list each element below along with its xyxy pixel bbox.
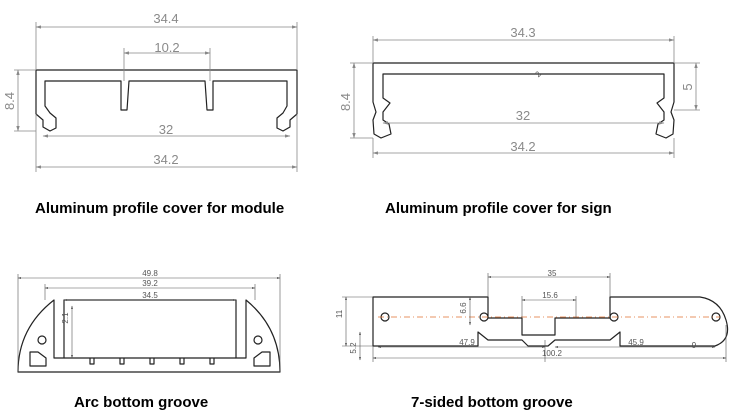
groove-left-span: 47.9 [459, 338, 475, 347]
groove-depth: 6.6 [459, 302, 468, 314]
arc-outer-width: 49.8 [142, 269, 158, 278]
module-cover-profile [35, 69, 298, 132]
sign-mark: 2 [533, 69, 543, 79]
arc-left-screw-hole [37, 335, 47, 345]
module-cover-drawing: 34.4 10.2 8.4 32 34.2 [2, 11, 298, 172]
sign-inner-width: 32 [516, 108, 530, 123]
arc-groove-profile [17, 299, 281, 373]
caption-sign-cover: Aluminum profile cover for sign [385, 200, 612, 217]
sign-bottom-width: 34.2 [510, 139, 535, 154]
caption-arc-groove: Arc bottom groove [74, 394, 209, 411]
sign-lip-height: 5 [680, 83, 695, 90]
groove-right-span: 45.9 [628, 338, 644, 347]
sign-cover-profile [372, 62, 675, 139]
groove-height: 11 [335, 309, 344, 318]
groove-mark: 9 [692, 341, 697, 350]
sign-cover-drawing: 2 34.3 8.4 5 32 34.2 [338, 25, 700, 158]
groove-inner-width: 15.6 [542, 291, 558, 300]
seven-sided-groove-profile [372, 296, 729, 347]
sign-top-width: 34.3 [510, 25, 535, 40]
seven-sided-groove-drawing: 35 15.6 11 6.6 5.2 47.9 45.9 9 100.2 [335, 269, 729, 362]
module-top-width: 34.4 [153, 11, 178, 26]
arc-inner-width: 34.5 [142, 291, 158, 300]
caption-seven-sided-groove: 7-sided bottom groove [411, 394, 573, 411]
arc-depth: 2.1 [61, 312, 70, 324]
arc-right-screw-hole [253, 335, 263, 345]
sign-height: 8.4 [338, 93, 353, 111]
module-height: 8.4 [2, 92, 17, 110]
module-inner-width: 32 [159, 122, 173, 137]
arc-mid-width: 39.2 [142, 279, 158, 288]
module-bottom-width: 34.2 [153, 152, 178, 167]
module-slot-width: 10.2 [154, 40, 179, 55]
caption-module-cover: Aluminum profile cover for module [35, 200, 285, 217]
arc-groove-drawing: 49.8 39.2 34.5 2.1 [17, 269, 281, 373]
groove-base-height: 5.2 [349, 342, 358, 354]
groove-width: 35 [548, 269, 557, 278]
groove-total-width: 100.2 [542, 349, 563, 358]
